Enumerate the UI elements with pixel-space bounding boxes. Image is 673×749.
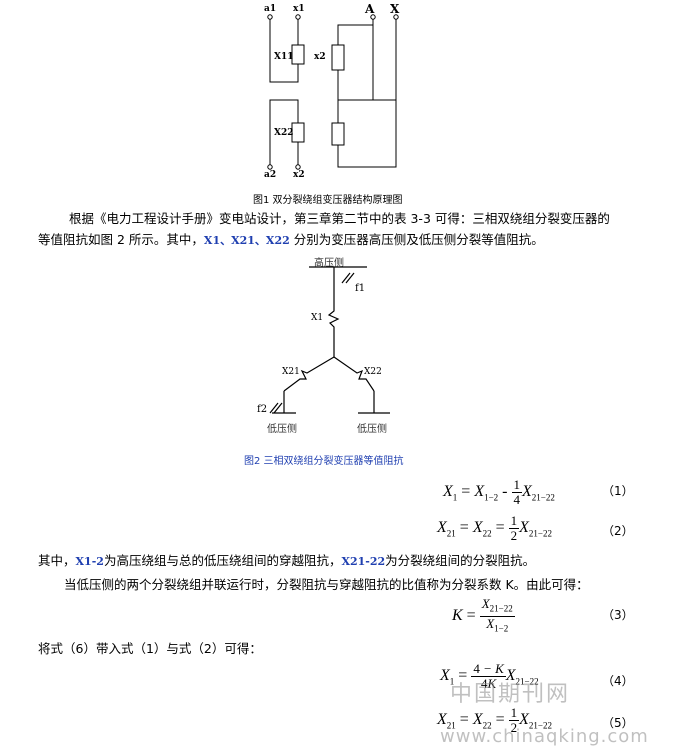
impedance-symbols: X1、X21、X22	[203, 234, 290, 247]
fig1-label-x2: x2	[314, 52, 326, 62]
impedance-x21-label: X21	[282, 367, 300, 377]
fig1-label-x22: X22	[274, 128, 294, 138]
fig1-label-x2-bottom: x2	[293, 170, 305, 180]
paragraph-1: 根据《电力工程设计手册》变电站设计，第三章第二节中的表 3-3 可得：三相双绕组…	[69, 208, 669, 229]
fig1-label-A: A	[365, 2, 375, 16]
watermark-chinese: 中国期刊网	[450, 682, 571, 707]
low-voltage-side-right-label: 低压侧	[357, 424, 387, 435]
paragraph-1-line-2: 等值阻抗如图 2 所示。其中，X1、X21、X22 分别为变压器高压侧及低压侧分…	[38, 232, 544, 247]
equation-3-number: （3）	[602, 608, 634, 622]
equation-1-number: （1）	[602, 484, 634, 498]
equation-5-number: （5）	[602, 716, 634, 730]
figure-2-diagram	[269, 266, 390, 414]
figure-1-caption: 图1 双分裂绕组变压器结构原理图	[253, 195, 403, 206]
figure-1-diagram	[267, 14, 399, 170]
paragraph-2: 其中，X1-2为高压绕组与总的低压绕组间的穿越阻抗，X21-22为分裂绕组间的分…	[38, 553, 536, 568]
fig1-label-a2: a2	[264, 170, 277, 180]
high-voltage-side-label: 高压侧	[314, 258, 344, 269]
equation-4-number: （4）	[602, 674, 634, 688]
figure-2-caption: 图2 三相双绕组分裂变压器等值阻抗	[244, 456, 404, 467]
fault-point-f2: f2	[257, 404, 268, 415]
fig1-label-X: X	[390, 2, 400, 16]
low-voltage-side-left-label: 低压侧	[267, 424, 297, 435]
paragraph-3: 当低压侧的两个分裂绕组并联运行时，分裂阻抗与穿越阻抗的比值称为分裂系数 K。由此…	[64, 577, 589, 592]
fig1-label-x11: X11	[274, 52, 294, 62]
fig1-label-x1: x1	[293, 4, 305, 14]
paragraph-4: 将式（6）带入式（1）与式（2）可得：	[38, 641, 262, 656]
fig1-label-a1: a1	[264, 4, 277, 14]
impedance-x22-label: X22	[364, 367, 382, 377]
watermark-url: www.chinaqking.com	[440, 726, 649, 747]
impedance-x1-label: X1	[311, 313, 324, 323]
paragraph-1-line-1: 根据《电力工程设计手册》变电站设计，第三章第二节中的表 3-3 可得：三相双绕组…	[69, 211, 610, 226]
equation-2-number: （2）	[602, 524, 634, 538]
fault-point-f1: f1	[355, 283, 366, 294]
